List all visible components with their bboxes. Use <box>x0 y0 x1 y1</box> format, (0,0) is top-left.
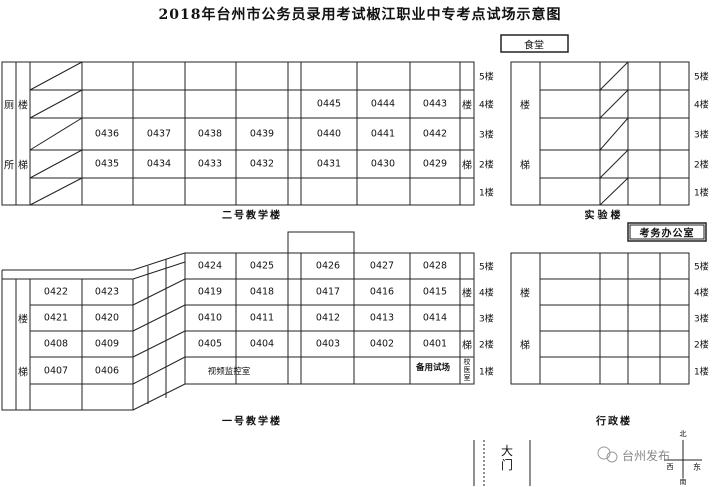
floor-label: 2楼 <box>479 160 494 171</box>
floor-label: 2楼 <box>694 160 709 171</box>
floor-label: 5楼 <box>479 72 494 83</box>
exam-room: 0423 <box>94 286 120 298</box>
exam-room: 0413 <box>369 312 395 324</box>
exam-room: 0439 <box>249 128 275 140</box>
b1-stair-2: 梯 <box>18 367 28 379</box>
exam-room: 0432 <box>249 158 275 170</box>
stair-label-b2r-2: 梯 <box>462 160 472 172</box>
exam-room: 0426 <box>315 260 341 272</box>
exam-room: 0441 <box>370 128 396 140</box>
toilet-label-2: 所 <box>4 157 14 172</box>
exam-room: 0438 <box>197 128 223 140</box>
floor-label: 1楼 <box>694 188 709 199</box>
exam-room: 0430 <box>370 158 396 170</box>
exam-room: 0422 <box>43 286 69 298</box>
exam-room: 0403 <box>315 338 341 350</box>
compass-north: 北 <box>679 430 687 438</box>
admin-stair-2: 梯 <box>520 340 530 352</box>
exam-room: 0401 <box>422 338 448 350</box>
exam-room: 0417 <box>315 286 341 298</box>
building1-name: 一号教学楼 <box>222 416 282 428</box>
exam-room: 0424 <box>197 260 223 272</box>
floor-label: 3楼 <box>479 314 494 325</box>
exam-room: 0425 <box>249 260 275 272</box>
exam-room: 0409 <box>94 338 120 350</box>
floor-label: 4楼 <box>694 100 709 111</box>
exam-room: 0408 <box>43 338 69 350</box>
toilet-label-1: 厕 <box>4 97 14 112</box>
lab-building-name: 实验楼 <box>584 210 624 222</box>
exam-room: 0435 <box>94 158 120 170</box>
compass-east: 东 <box>693 462 701 472</box>
exam-room: 0445 <box>316 98 342 110</box>
canteen-label: 食堂 <box>524 40 544 52</box>
reserve-room: 备用试场 <box>415 363 451 373</box>
toilet-char: 厕 <box>4 100 14 112</box>
compass-south: 南 <box>679 478 687 486</box>
floor-label: 2楼 <box>479 340 494 351</box>
stair-label-b2r-1: 楼 <box>462 100 472 112</box>
exam-room: 0421 <box>43 312 69 324</box>
exam-room: 0431 <box>316 158 342 170</box>
exam-room: 0427 <box>369 260 395 272</box>
exam-room: 0429 <box>422 158 448 170</box>
floor-label: 4楼 <box>479 288 494 299</box>
stair-label-1: 楼 <box>18 100 28 112</box>
exam-room: 0410 <box>197 312 223 324</box>
exam-room: 0444 <box>370 98 396 110</box>
floor-label: 1楼 <box>694 367 709 378</box>
floor-label: 3楼 <box>694 130 709 141</box>
exam-office-label: 考务办公室 <box>639 228 695 240</box>
exam-room: 0405 <box>197 338 223 350</box>
exam-room: 0414 <box>422 312 448 324</box>
lab-stair-1: 楼 <box>520 100 530 112</box>
exam-room: 0440 <box>316 128 342 140</box>
floor-label: 5楼 <box>694 262 709 273</box>
floor-label: 3楼 <box>479 130 494 141</box>
b1-stair-1: 楼 <box>18 314 28 326</box>
building2-name: 二号教学楼 <box>222 210 282 222</box>
stair-label-2: 梯 <box>18 160 28 172</box>
floor-label: 3楼 <box>694 314 709 325</box>
exam-room: 0433 <box>197 158 223 170</box>
exam-room: 0442 <box>422 128 448 140</box>
gate-label: 大门 <box>500 444 513 472</box>
exam-room: 0416 <box>369 286 395 298</box>
floor-label: 5楼 <box>694 72 709 83</box>
exam-room: 0407 <box>43 365 69 377</box>
exam-room: 0443 <box>422 98 448 110</box>
floor-label: 5楼 <box>479 262 494 273</box>
exam-room: 0434 <box>146 158 172 170</box>
admin-stair-1: 楼 <box>520 288 530 300</box>
watermark: 台州发布 <box>622 449 671 463</box>
compass-west: 西 <box>666 463 674 471</box>
floor-label: 4楼 <box>694 288 709 299</box>
floor-label: 1楼 <box>479 188 494 199</box>
exam-room: 0402 <box>369 338 395 350</box>
exam-room: 0420 <box>94 312 120 324</box>
exam-room: 0411 <box>249 312 275 324</box>
clinic-label: 校医室 <box>463 358 471 382</box>
admin-building-name: 行政楼 <box>596 416 632 428</box>
video-monitor-room: 视频监控室 <box>207 367 251 377</box>
floor-label: 2楼 <box>694 340 709 351</box>
exam-room: 0418 <box>249 286 275 298</box>
exam-room: 0415 <box>422 286 448 298</box>
floor-label: 1楼 <box>479 367 494 378</box>
b1-stair-r2: 梯 <box>462 340 472 352</box>
toilet-char: 所 <box>4 160 14 172</box>
floor-label: 4楼 <box>479 100 494 111</box>
exam-room: 0412 <box>315 312 341 324</box>
exam-room: 0436 <box>94 128 120 140</box>
exam-room: 0404 <box>249 338 275 350</box>
exam-room: 0419 <box>197 286 223 298</box>
lab-stair-2: 梯 <box>520 160 530 172</box>
exam-room: 0428 <box>422 260 448 272</box>
exam-room: 0406 <box>94 365 120 377</box>
b1-stair-r1: 楼 <box>462 288 472 300</box>
page-title: 2018年台州市公务员录用考试椒江职业中专考点试场示意图 <box>158 7 562 23</box>
exam-room: 0437 <box>146 128 172 140</box>
